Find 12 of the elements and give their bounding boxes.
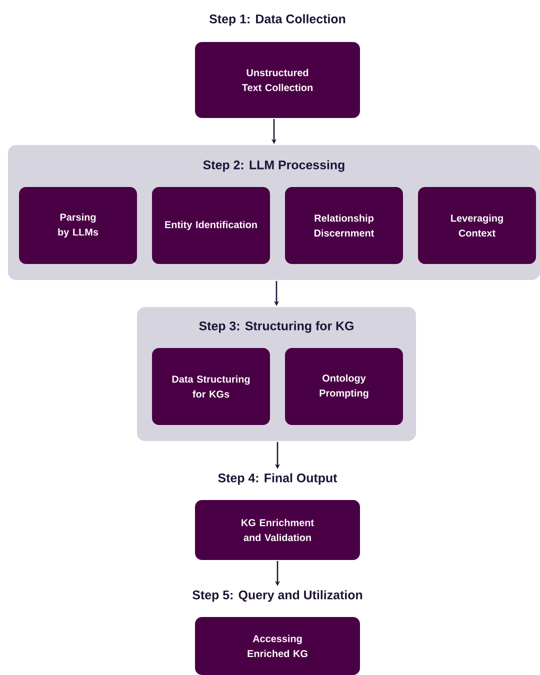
process-box: Parsing by LLMs: [19, 187, 137, 264]
process-box: Unstructured Text Collection: [195, 42, 360, 118]
process-box: KG Enrichment and Validation: [195, 500, 360, 560]
process-box: Data Structuring for KGs: [152, 348, 270, 425]
step-heading: Step 5: Query and Utilization: [192, 590, 362, 602]
process-box: Relationship Discernment: [285, 187, 403, 264]
process-box: Ontology Prompting: [285, 348, 403, 425]
process-box: Accessing Enriched KG: [195, 617, 360, 675]
process-box: Entity Identification: [152, 187, 270, 264]
step-heading: Step 1: Data Collection: [209, 14, 346, 26]
process-box: Leveraging Context: [418, 187, 536, 264]
step-heading: Step 4: Final Output: [218, 473, 338, 485]
